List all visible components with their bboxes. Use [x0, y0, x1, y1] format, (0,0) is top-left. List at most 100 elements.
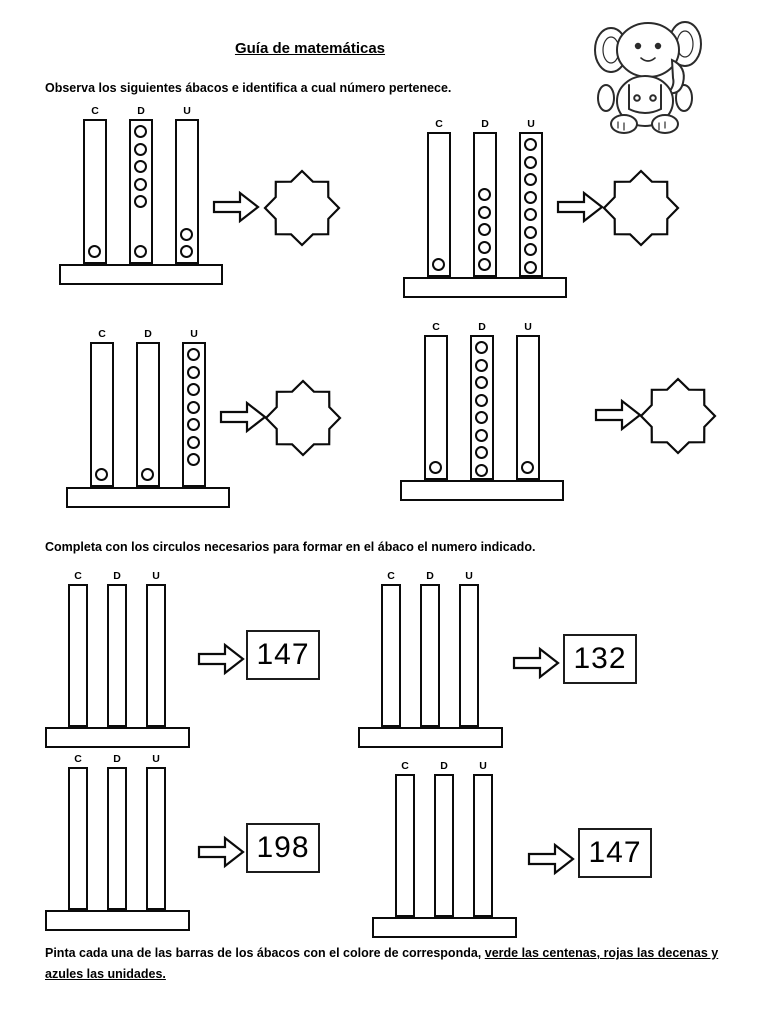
- column-label-D: D: [440, 760, 448, 772]
- bead: [134, 160, 147, 173]
- empty-abacus-4-rod-C: [395, 774, 415, 917]
- instruction-identify: Observa los siguientes ábacos e identifi…: [45, 81, 452, 95]
- bead: [475, 376, 488, 389]
- empty-abacus-4-rod-D: [434, 774, 454, 917]
- column-label-U: U: [479, 760, 487, 772]
- empty-abacus-3-rod-C: [68, 767, 88, 910]
- bead: [187, 453, 200, 466]
- bead: [478, 205, 491, 219]
- answer-burst-shape: [602, 169, 680, 252]
- bead: [524, 260, 537, 274]
- empty-abacus-3-base: [45, 910, 190, 931]
- bead: [134, 195, 147, 208]
- bead: [524, 208, 537, 221]
- bead: [475, 428, 488, 442]
- empty-abacus-2-rod-C: [381, 584, 401, 727]
- answer-burst-shape: [263, 169, 341, 252]
- bead: [475, 446, 488, 459]
- column-label-D: D: [144, 328, 152, 340]
- bead: [180, 245, 193, 258]
- arrow-icon: [197, 835, 245, 874]
- column-label-C: C: [91, 105, 99, 117]
- abacus-3-rod-D: [136, 342, 160, 487]
- empty-abacus-2-base: [358, 727, 503, 748]
- bead: [475, 341, 488, 354]
- answer-burst-shape: [264, 379, 342, 462]
- bead: [180, 227, 193, 241]
- answer-box: 147: [578, 828, 652, 878]
- bead: [187, 365, 200, 379]
- column-label-D: D: [478, 321, 486, 333]
- arrow-icon: [512, 646, 560, 685]
- bead: [187, 348, 200, 361]
- bead: [134, 125, 147, 138]
- answer-box: 132: [563, 634, 637, 684]
- empty-abacus-1-rod-C: [68, 584, 88, 727]
- instruction-paint: Pinta cada una de las barras de los ábac…: [45, 943, 745, 984]
- arrow-icon: [219, 400, 267, 439]
- bead: [475, 393, 488, 407]
- abacus-2-base: [403, 277, 567, 298]
- bead: [432, 258, 445, 271]
- bead: [524, 173, 537, 186]
- column-label-D: D: [113, 570, 121, 582]
- column-label-U: U: [527, 118, 535, 130]
- bead: [187, 400, 200, 414]
- abacus-3-rod-C: [90, 342, 114, 487]
- bead: [134, 142, 147, 156]
- column-label-D: D: [481, 118, 489, 130]
- empty-abacus-4-base: [372, 917, 517, 938]
- bead: [478, 188, 491, 201]
- page-title: Guía de matemáticas: [234, 40, 386, 57]
- bead: [524, 138, 537, 151]
- bead: [141, 468, 154, 481]
- abacus-1-rod-U: [175, 119, 199, 264]
- column-label-U: U: [183, 105, 191, 117]
- column-label-C: C: [98, 328, 106, 340]
- bead: [187, 435, 200, 449]
- column-label-C: C: [74, 570, 82, 582]
- bead: [524, 190, 537, 204]
- column-label-C: C: [74, 753, 82, 765]
- bead: [475, 358, 488, 372]
- instruction-complete: Completa con los circulos necesarios par…: [45, 540, 536, 554]
- column-label-C: C: [435, 118, 443, 130]
- empty-abacus-4-rod-U: [473, 774, 493, 917]
- arrow-icon: [556, 190, 604, 229]
- abacus-4-base: [400, 480, 564, 501]
- abacus-2-rod-D: [473, 132, 497, 277]
- bead: [134, 245, 147, 258]
- bead: [524, 155, 537, 169]
- abacus-1-rod-D: [129, 119, 153, 264]
- arrow-icon: [527, 842, 575, 881]
- arrow-icon: [594, 398, 642, 437]
- bead: [95, 468, 108, 481]
- column-label-C: C: [387, 570, 395, 582]
- abacus-1-base: [59, 264, 223, 285]
- instruction-paint-underlined: verde las centenas, rojas las decenas y …: [45, 946, 719, 981]
- abacus-1-rod-C: [83, 119, 107, 264]
- arrow-icon: [212, 190, 260, 229]
- empty-abacus-1-rod-D: [107, 584, 127, 727]
- abacus-2-rod-C: [427, 132, 451, 277]
- empty-abacus-1-base: [45, 727, 190, 748]
- bead: [475, 463, 488, 477]
- column-label-D: D: [426, 570, 434, 582]
- answer-burst-shape: [639, 377, 717, 460]
- empty-abacus-3-rod-D: [107, 767, 127, 910]
- column-label-U: U: [190, 328, 198, 340]
- arrow-icon: [197, 642, 245, 681]
- bead: [187, 418, 200, 431]
- column-label-D: D: [113, 753, 121, 765]
- column-label-C: C: [432, 321, 440, 333]
- bead: [478, 258, 491, 271]
- column-label-U: U: [524, 321, 532, 333]
- answer-box: 198: [246, 823, 320, 873]
- column-label-C: C: [401, 760, 409, 772]
- empty-abacus-1-rod-U: [146, 584, 166, 727]
- bead: [524, 225, 537, 239]
- bead: [429, 461, 442, 474]
- abacus-3-rod-U: [182, 342, 206, 487]
- bead: [478, 223, 491, 236]
